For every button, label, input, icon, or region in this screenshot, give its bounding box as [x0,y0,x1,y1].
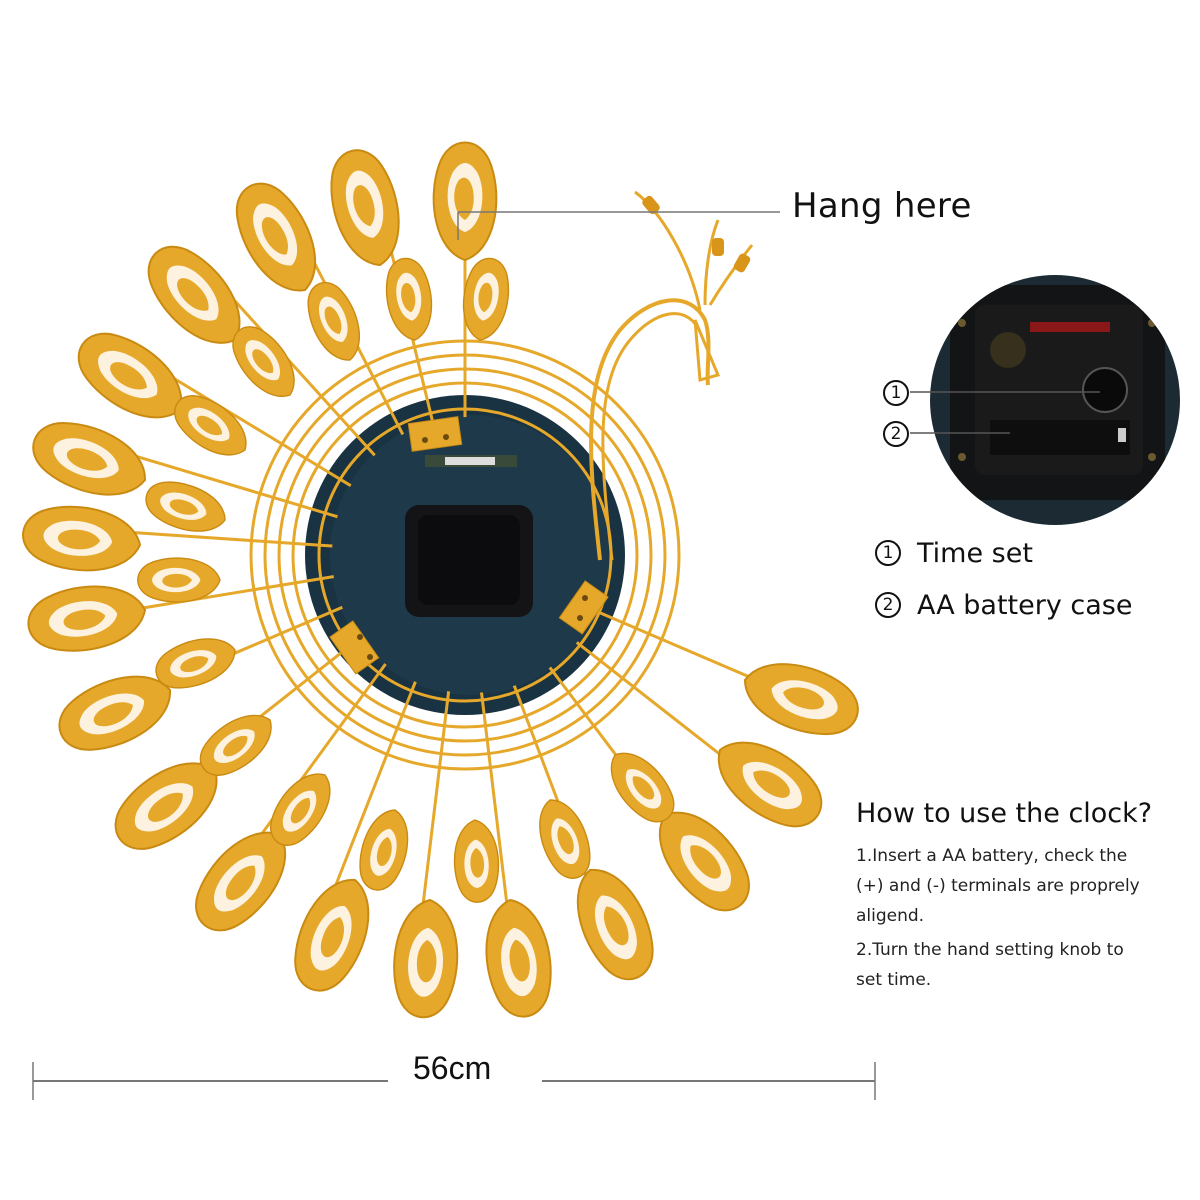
movement-inset [930,275,1180,525]
howto-step-1-line-3: aligend. [856,906,925,926]
legend-item-time-set: 1 Time set [875,535,1132,571]
number-badge: 2 [875,592,901,618]
legend: 1 Time set 2 AA battery case [875,535,1132,623]
inset-marker-2: 2 [883,421,909,447]
legend-item-battery-case: 2 AA battery case [875,587,1132,623]
legend-label: Time set [917,537,1033,569]
inset-marker-1: 1 [883,380,909,406]
howto-title: How to use the clock? [856,798,1153,829]
howto-step-2-line-2: set time. [856,970,932,990]
howto-step-1-line-1: 1.Insert a AA battery, check the [856,846,1128,866]
howto-step-1-line-2: (+) and (-) terminals are proprely [856,876,1140,896]
number-badge: 1 [875,540,901,566]
howto-step-2-line-1: 2.Turn the hand setting knob to [856,940,1124,960]
legend-label: AA battery case [917,589,1133,621]
width-dimension-label: 56cm [413,1050,492,1086]
hang-here-label: Hang here [792,186,972,226]
howto-section: How to use the clock? 1.Insert a AA batt… [856,798,1196,995]
